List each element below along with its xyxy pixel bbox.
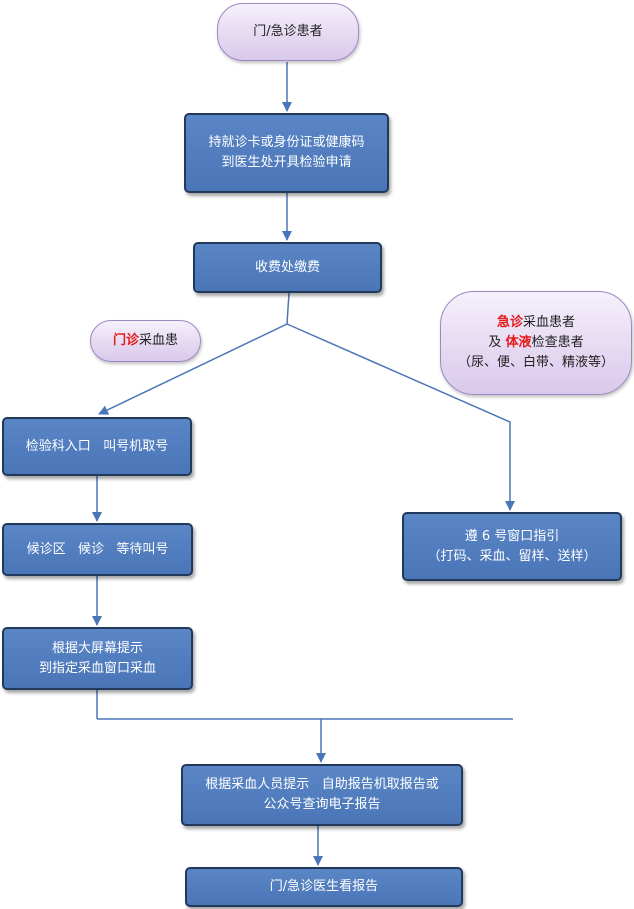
outpatient-label-node: 门诊采血患 — [90, 320, 201, 362]
outpatient-rest: 采血患 — [139, 333, 179, 348]
emergency-line1: 急诊采血患者 — [497, 313, 575, 333]
emergency-line1-rest: 采血患者 — [523, 315, 576, 330]
window6-node: 遵 6 号窗口指引 （打码、采血、留样、送样） — [402, 512, 622, 581]
emergency-line1-highlight: 急诊 — [496, 315, 523, 330]
emergency-line2: 及 体液检查患者 — [488, 333, 583, 353]
screen-node: 根据大屏幕提示 到指定采血窗口采血 — [2, 627, 193, 690]
doctor-text: 门/急诊医生看报告 — [269, 879, 379, 894]
checkin-text: 检验科入口 叫号机取号 — [25, 438, 169, 454]
emergency-line2-prefix: 及 — [488, 335, 506, 350]
emergency-line2-highlight: 体液 — [505, 335, 532, 350]
apply-line1: 持就诊卡或身份证或健康码 — [208, 135, 365, 150]
window6-line2: （打码、采血、留样、送样） — [427, 548, 597, 564]
apply-line2: 到医生处开具检验申请 — [221, 155, 352, 170]
doctor-node: 门/急诊医生看报告 — [185, 867, 463, 907]
pay-text: 收费处缴费 — [254, 259, 320, 275]
waiting-text: 候诊区 候诊 等待叫号 — [26, 541, 169, 557]
window6-line1: 遵 6 号窗口指引 — [464, 528, 560, 544]
apply-node: 持就诊卡或身份证或健康码 到医生处开具检验申请 — [184, 113, 389, 193]
patient-node: 门/急诊患者 — [217, 3, 359, 61]
report-node: 根据采血人员提示 自助报告机取报告或 公众号查询电子报告 — [181, 764, 463, 826]
patient-text: 门/急诊患者 — [253, 24, 323, 39]
line-pay-to-split — [286, 292, 290, 325]
arrow-split-to-window6 — [286, 323, 515, 511]
arrow-split-to-checkin — [98, 323, 288, 415]
report-line1: 根据采血人员提示 自助报告机取报告或 — [205, 777, 439, 792]
emergency-line2-rest: 检查患者 — [531, 335, 584, 350]
screen-line1: 根据大屏幕提示 — [51, 640, 143, 656]
report-line2: 公众号查询电子报告 — [263, 797, 381, 812]
waiting-node: 候诊区 候诊 等待叫号 — [2, 523, 193, 576]
outpatient-label-text: 门诊采血患 — [113, 331, 178, 351]
pay-node: 收费处缴费 — [193, 242, 382, 293]
checkin-node: 检验科入口 叫号机取号 — [2, 417, 192, 476]
emergency-label-node: 急诊采血患者 及 体液检查患者 （尿、便、白带、精液等） — [440, 291, 632, 395]
emergency-line3: （尿、便、白带、精液等） — [457, 355, 614, 370]
outpatient-highlight: 门诊 — [112, 333, 139, 348]
screen-line2: 到指定采血窗口采血 — [38, 660, 156, 676]
